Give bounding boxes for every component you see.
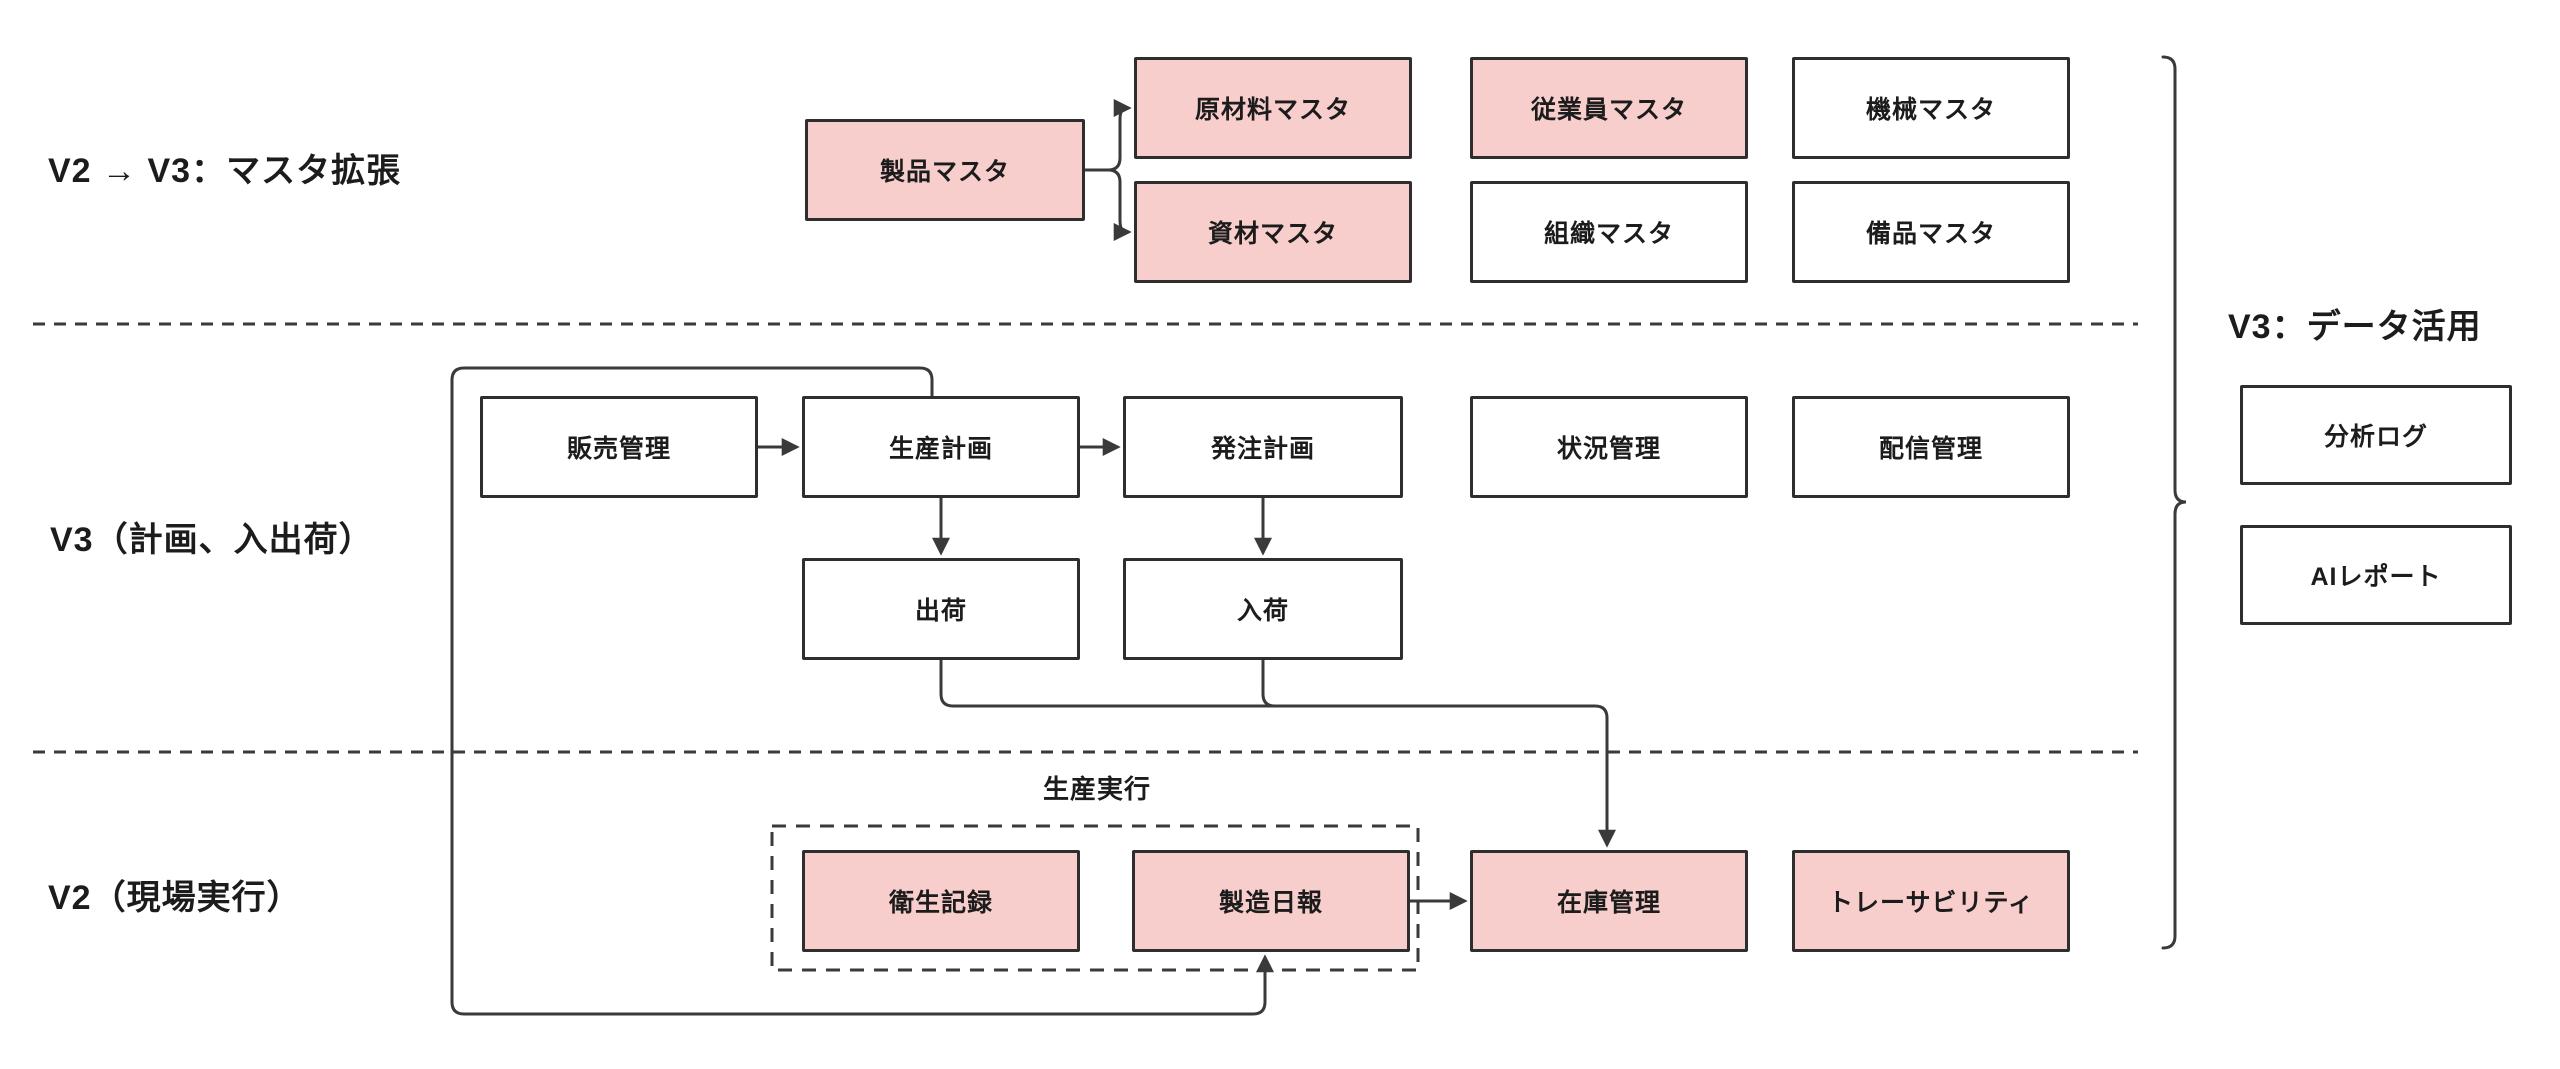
node-status-management: 状況管理: [1470, 396, 1748, 498]
node-machine-master: 機械マスタ: [1792, 57, 2070, 159]
section-label-shopfloor: V2（現場実行）: [48, 879, 302, 917]
node-ai-report: AIレポート: [2240, 525, 2512, 625]
section-label-data-utilization: V3：データ活用: [2228, 308, 2482, 346]
line-receiving-merge: [1261, 660, 1290, 708]
node-material-master: 資材マスタ: [1134, 181, 1412, 283]
arrow-product-to-rawmaterial: [1085, 99, 1132, 172]
arrow-productionplan-to-report-loop: [450, 366, 1274, 1016]
node-rawmaterial-master: 原材料マスタ: [1134, 57, 1412, 159]
section-label-master-expansion: V2 → V3：マスタ拡張: [48, 152, 402, 190]
node-shipping: 出荷: [802, 558, 1080, 660]
node-organization-master: 組織マスタ: [1470, 181, 1748, 283]
node-employee-master: 従業員マスタ: [1470, 57, 1748, 159]
arrow-shipping-to-inventory: [939, 660, 1616, 848]
node-order-plan: 発注計画: [1123, 396, 1403, 498]
node-receiving: 入荷: [1123, 558, 1403, 660]
node-production-plan: 生産計画: [802, 396, 1080, 498]
section-label-planning: V3（計画、入出荷）: [50, 521, 374, 559]
node-delivery-management: 配信管理: [1792, 396, 2070, 498]
node-analysis-log: 分析ログ: [2240, 385, 2512, 485]
node-product-master: 製品マスタ: [805, 119, 1085, 221]
data-utilization-brace: [2161, 55, 2187, 950]
production-execution-group-frame: [770, 824, 1420, 972]
group-label-production-execution: 生産実行: [1043, 774, 1152, 804]
node-inventory-management: 在庫管理: [1470, 850, 1748, 952]
arrow-product-to-material: [1085, 168, 1132, 241]
node-hygiene-record: 衛生記録: [802, 850, 1080, 952]
node-production-report: 製造日報: [1132, 850, 1410, 952]
node-sales-management: 販売管理: [480, 396, 758, 498]
node-traceability: トレーサビリティ: [1792, 850, 2070, 952]
node-equipment-master: 備品マスタ: [1792, 181, 2070, 283]
